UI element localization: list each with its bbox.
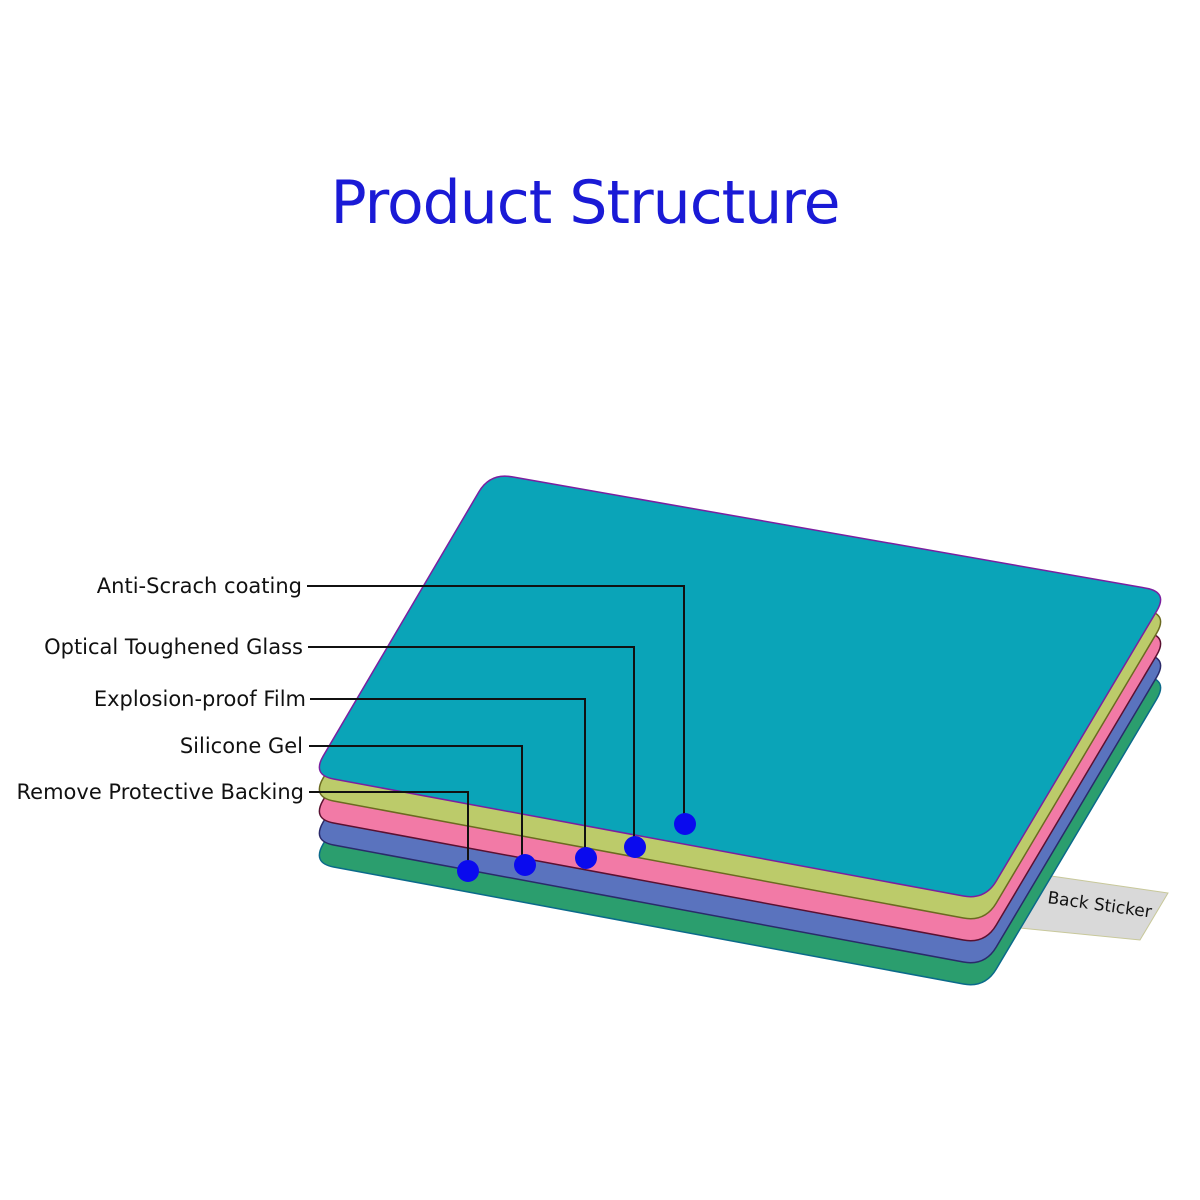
layer-marker-dot [514,854,536,876]
leader-line [309,791,469,871]
layer-label: Remove Protective Backing [17,780,304,804]
layer-label: Optical Toughened Glass [44,635,303,659]
layer-label: Anti-Scrach coating [97,574,302,598]
layer-marker-dot [624,836,646,858]
leader-line [307,585,685,824]
layer-anti-scrach-coating [318,475,1162,898]
leader-line [310,698,586,858]
page-title: Product Structure [330,168,841,238]
leader-line [309,745,523,865]
layer-marker-dot [575,847,597,869]
layer-label: Explosion-proof Film [94,687,306,711]
leader-line [308,646,635,847]
layer-label: Silicone Gel [180,734,303,758]
layer-marker-dot [674,813,696,835]
layer-marker-dot [457,860,479,882]
